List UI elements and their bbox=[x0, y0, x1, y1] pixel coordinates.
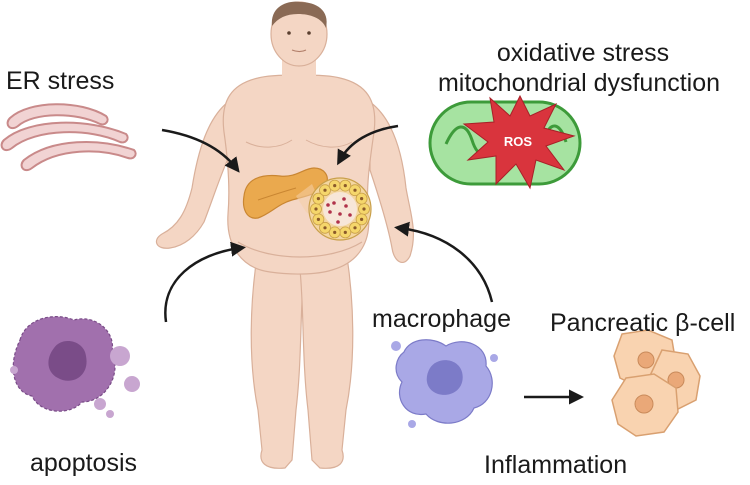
islet-cell-nucleus bbox=[323, 188, 327, 192]
islet-cell-nucleus bbox=[314, 207, 318, 211]
ros-star bbox=[462, 94, 576, 190]
islet-magnified bbox=[296, 177, 372, 241]
islet-infiltrate-dot bbox=[328, 210, 332, 214]
islet-cell-nucleus bbox=[360, 197, 364, 201]
left-arm bbox=[155, 100, 233, 249]
right-leg bbox=[299, 249, 354, 469]
left-eye bbox=[287, 31, 291, 35]
arrow-er-to-pancreas bbox=[161, 128, 240, 173]
islet-cell-nucleus bbox=[343, 230, 347, 234]
islet-infiltrate-dot bbox=[338, 212, 342, 216]
apoptotic-cell bbox=[10, 316, 140, 418]
islet-infiltrate-dot bbox=[326, 203, 330, 207]
ros-label: ROS bbox=[504, 134, 533, 149]
arrow-macrophage-to-islet bbox=[394, 221, 494, 303]
label-mitochondrial-dysfunction: mitochondrial dysfunction bbox=[437, 69, 721, 97]
islet-cell-nucleus bbox=[362, 207, 366, 211]
arrow-mito-to-pancreas bbox=[337, 124, 399, 166]
label-pancreatic-beta-cell: Pancreatic β-cell bbox=[550, 309, 736, 337]
islet-infiltrate-dot bbox=[348, 213, 352, 217]
islet-cell-nucleus bbox=[360, 217, 364, 221]
islet-infiltrate-dot bbox=[344, 204, 348, 208]
islet-cell-nucleus bbox=[333, 184, 337, 188]
arrow-apoptosis-to-pancreas bbox=[164, 241, 246, 323]
belly-fold bbox=[237, 241, 363, 258]
macrophage-cell bbox=[391, 339, 498, 428]
label-inflammation: Inflammation bbox=[484, 451, 628, 479]
islet-infiltrate-dot bbox=[332, 201, 336, 205]
islet-infiltrate-dot bbox=[342, 197, 346, 201]
islet-cell-nucleus bbox=[316, 217, 320, 221]
islet-cell-nucleus bbox=[353, 226, 357, 230]
islet-cell-nucleus bbox=[323, 226, 327, 230]
label-apoptosis: apoptosis bbox=[30, 449, 138, 477]
label-er-stress: ER stress bbox=[6, 67, 115, 95]
islet-infiltrate-dot bbox=[336, 220, 340, 224]
chest-fold bbox=[245, 139, 353, 148]
label-oxidative-stress: oxidative stress bbox=[496, 39, 670, 67]
islet-cell-nucleus bbox=[343, 184, 347, 188]
islet-cell-nucleus bbox=[333, 230, 337, 234]
left-leg bbox=[250, 249, 305, 469]
islet-cell-nucleus bbox=[316, 197, 320, 201]
hair bbox=[271, 1, 327, 28]
islet-cell-nucleus bbox=[353, 188, 357, 192]
label-macrophage: macrophage bbox=[372, 305, 511, 333]
right-eye bbox=[307, 31, 311, 35]
beta-cell-cluster bbox=[611, 329, 701, 437]
mouth bbox=[291, 49, 307, 53]
er-organelle bbox=[0, 103, 137, 172]
human-figure bbox=[155, 1, 415, 469]
